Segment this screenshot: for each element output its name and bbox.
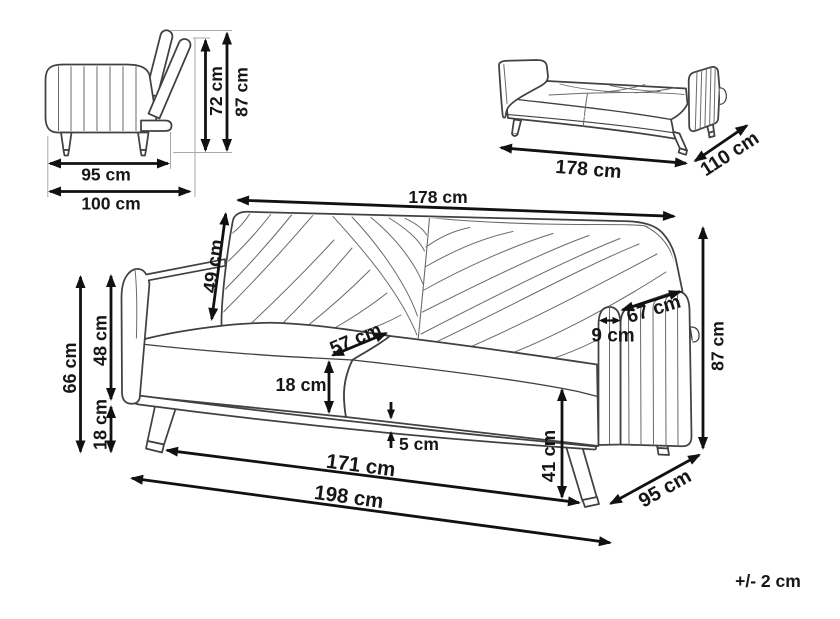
svg-text:87 cm: 87 cm xyxy=(232,67,252,117)
svg-text:9 cm: 9 cm xyxy=(591,326,634,347)
svg-text:+/- 2 cm: +/- 2 cm xyxy=(735,571,801,591)
svg-text:178 cm: 178 cm xyxy=(555,156,623,183)
svg-text:178 cm: 178 cm xyxy=(408,187,467,207)
svg-text:5 cm: 5 cm xyxy=(399,434,439,454)
svg-text:66 cm: 66 cm xyxy=(60,342,80,393)
svg-text:87 cm: 87 cm xyxy=(708,321,728,371)
svg-text:100 cm: 100 cm xyxy=(81,194,140,214)
svg-text:41 cm: 41 cm xyxy=(538,430,559,482)
svg-text:48 cm: 48 cm xyxy=(91,315,111,366)
svg-text:18 cm: 18 cm xyxy=(91,399,111,450)
svg-text:18 cm: 18 cm xyxy=(275,375,326,395)
svg-text:95 cm: 95 cm xyxy=(81,165,131,185)
svg-text:72 cm: 72 cm xyxy=(206,66,226,116)
